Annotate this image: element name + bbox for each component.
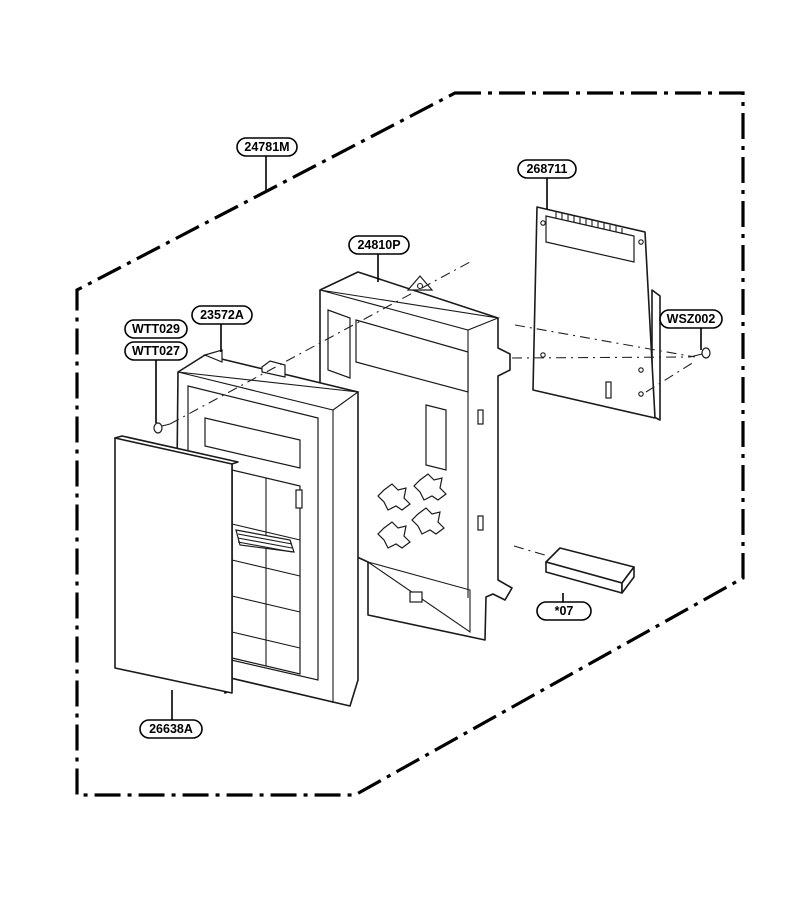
svg-text:26638A: 26638A — [149, 722, 193, 736]
pcb-board — [532, 206, 661, 421]
label-WTT029: WTT029 — [124, 319, 188, 339]
label-26638A: 26638A — [139, 719, 203, 739]
label-24810P: 24810P — [348, 235, 410, 255]
svg-text:24781M: 24781M — [244, 140, 289, 154]
front-membrane — [114, 435, 239, 694]
svg-text:WSZ002: WSZ002 — [667, 312, 716, 326]
svg-text:WTT027: WTT027 — [132, 344, 180, 358]
assembly-boundary — [75, 91, 745, 797]
screw-wtt027 — [153, 422, 171, 434]
frame-housing — [319, 271, 513, 641]
label-268711: 268711 — [517, 159, 577, 179]
svg-text:23572A: 23572A — [200, 308, 244, 322]
label-24781M: 24781M — [236, 137, 298, 157]
svg-text:*07: *07 — [555, 604, 574, 618]
label-WSZ002: WSZ002 — [659, 309, 723, 329]
assembly-axes — [169, 261, 696, 557]
svg-text:24810P: 24810P — [357, 238, 400, 252]
label-07: *07 — [536, 601, 592, 621]
svg-text:268711: 268711 — [526, 162, 567, 176]
part-07-block — [545, 547, 635, 594]
label-WTT027: WTT027 — [124, 341, 188, 361]
svg-text:WTT029: WTT029 — [132, 322, 180, 336]
label-23572A: 23572A — [191, 305, 253, 325]
callout-leaders — [155, 156, 702, 720]
